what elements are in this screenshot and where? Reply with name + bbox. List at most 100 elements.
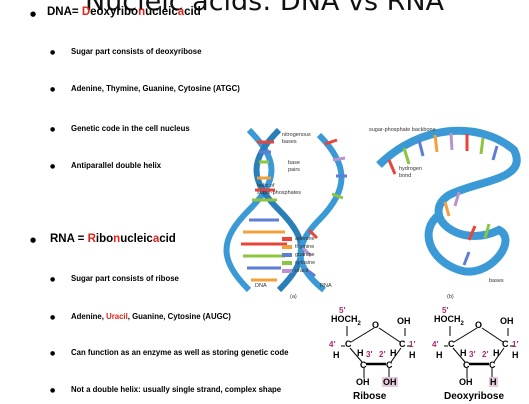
label-1prime: 1′ — [409, 340, 416, 349]
legend-label: adenine — [295, 236, 315, 242]
chem-ring-oxygen: O — [372, 320, 380, 330]
highlight-text: n — [113, 233, 121, 245]
chem-h: H — [460, 348, 467, 358]
legend-item-thymine: thymine — [282, 244, 314, 250]
rna-single-strand — [297, 132, 347, 293]
label-3prime: 3′ — [469, 350, 476, 359]
rna-heading: RNA = Ribonucleicacid — [50, 233, 176, 245]
text-segment: Not a double helix: usually single stran… — [71, 385, 282, 394]
text-segment: ibo — [95, 233, 114, 245]
highlight-text: a — [177, 6, 185, 18]
bullet: ● — [50, 276, 56, 283]
chem-oh-2-highlight: OH — [382, 377, 398, 387]
label-sugar-phosphate-backbone: sugar-phosphate backbone — [369, 127, 436, 133]
chem-h: H — [333, 350, 340, 360]
bullet: ● — [50, 163, 56, 170]
legend-label: guanine — [295, 252, 315, 258]
chem-c2: C — [489, 360, 496, 370]
bullet: ● — [50, 350, 56, 357]
dna-double-helix — [223, 127, 305, 293]
dna-point-helix: Antiparallel double helix — [71, 161, 162, 170]
label-nitrogenous-bases: nitrogenous bases — [282, 132, 311, 145]
legend-label: cytosine — [295, 260, 316, 266]
chem-c1: C — [399, 339, 406, 349]
label-2prime: 2′ — [482, 350, 489, 359]
bullet: ● — [50, 126, 56, 133]
bullet: ● — [50, 49, 56, 56]
label-5prime: 5′ — [442, 306, 449, 315]
dna-point-location: Genetic code in the cell nucleus — [71, 124, 190, 133]
dna-heading: DNA= Deoxyribonucleicacid — [47, 6, 201, 18]
chem-c3: C — [360, 360, 367, 370]
deoxyribose-caption: Deoxyribose — [444, 391, 505, 402]
chem-oh-3: OH — [459, 377, 473, 387]
chem-h: H — [390, 348, 397, 358]
helix-illustration — [219, 120, 529, 305]
label-panel-a: (a) — [290, 294, 297, 300]
text-segment: ucleic — [120, 233, 153, 245]
highlight-text: Uracil — [106, 312, 128, 321]
rna-point-shape: Not a double helix: usually single stran… — [71, 385, 281, 394]
label-5prime: 5′ — [339, 306, 346, 315]
heading-prefix: RNA = — [50, 233, 88, 245]
page-title: Nucleic acids: DNA vs RNA — [84, 0, 445, 17]
chem-h: H — [357, 348, 364, 358]
dna-rna-figure: nitrogenous bases base pairs helix of su… — [219, 120, 529, 305]
legend-item-guanine: guanine — [282, 252, 315, 258]
dna-point-bases: Adenine, Thymine, Guanine, Cytosine (ATG… — [71, 84, 240, 93]
label-rna: RNA — [320, 283, 332, 289]
chem-h-2-highlight: H — [489, 377, 498, 387]
bullet: ● — [30, 236, 37, 244]
label-helix-sugar-phosphates: helix of sugar-phosphates — [257, 183, 302, 196]
legend-item-cytosine: cytosine — [282, 260, 315, 266]
label-dna: DNA — [255, 283, 267, 289]
rna-point-sugar: Sugar part consists of ribose — [71, 274, 179, 283]
chem-ring-oxygen: O — [475, 320, 483, 330]
legend-swatch — [282, 244, 292, 249]
chem-h: H — [512, 350, 519, 360]
heading-prefix: DNA= — [47, 6, 82, 18]
text-segment: Can function as an enzyme as well as sto… — [71, 348, 289, 357]
bullet: ● — [50, 86, 56, 93]
text-segment: eoxyribo — [90, 6, 139, 18]
bullet: ● — [50, 314, 56, 321]
legend-swatch — [282, 252, 292, 257]
legend-item-adenine: adenine — [282, 236, 315, 242]
text-segment: , Guanine, Cytosine (AUGC) — [127, 312, 231, 321]
chem-c4: C — [448, 339, 455, 349]
chem-c1: C — [502, 339, 509, 349]
chem-oh-3: OH — [356, 377, 370, 387]
folded-rna-structure — [376, 126, 521, 276]
label-hydrogen-bond: hydrogen bond — [399, 166, 422, 179]
highlight-text: D — [81, 6, 91, 18]
text-segment: cid — [159, 233, 176, 245]
deoxyribose-structure: 5′ HOCH2 O OH 4′ C C 1′ H H H 3′ 2′ H C … — [432, 306, 526, 404]
bullet: ● — [50, 387, 56, 394]
text-segment: Sugar part consists of ribose — [71, 274, 179, 283]
chem-oh-top: OH — [397, 316, 411, 326]
label-4prime: 4′ — [329, 340, 336, 349]
legend-swatch — [282, 268, 292, 273]
chem-hoch2: HOCH2 — [331, 314, 361, 327]
chem-hoch2: HOCH2 — [434, 314, 464, 327]
bullet: ● — [30, 10, 37, 18]
rna-point-bases: Adenine, Uracil, Guanine, Cytosine (AUGC… — [71, 312, 231, 321]
legend-swatch — [282, 236, 292, 241]
label-3prime: 3′ — [366, 350, 373, 359]
chem-c3: C — [463, 360, 470, 370]
dna-point-sugar: Sugar part consists of deoxyribose — [71, 47, 202, 56]
ribose-caption: Ribose — [353, 391, 387, 402]
text-segment: cid — [184, 6, 201, 18]
label-1prime: 1′ — [512, 340, 519, 349]
chem-c4: C — [345, 339, 352, 349]
legend-label: uracil — [295, 268, 309, 274]
legend-swatch — [282, 260, 292, 265]
legend-label: thymine — [295, 244, 315, 250]
base-legend: adenine thymine guanine cytosine uracil — [282, 236, 352, 281]
label-4prime: 4′ — [432, 340, 439, 349]
ribose-structure: 5′ HOCH2 O OH 4′ C C 1′ H H H 3′ 2′ H C … — [329, 306, 419, 404]
chem-oh-top: OH — [500, 316, 514, 326]
legend-item-uracil: uracil — [282, 268, 308, 274]
label-bases: bases — [489, 278, 504, 284]
highlight-text: R — [87, 233, 96, 245]
